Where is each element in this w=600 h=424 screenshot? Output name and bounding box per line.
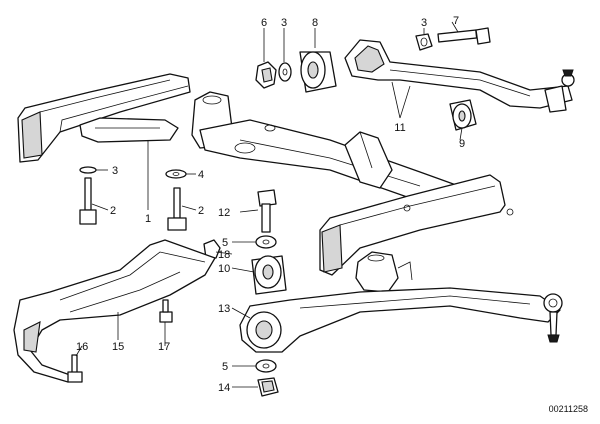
- callout-9: 9: [459, 138, 465, 150]
- bush-9: [449, 99, 477, 131]
- lower-control-arm: [239, 287, 563, 353]
- callout-8: 8: [312, 17, 318, 29]
- washer-4: [165, 169, 187, 179]
- washer-5-upper: [255, 235, 277, 249]
- callout-17: 17: [158, 341, 170, 353]
- leader-lines: [75, 21, 463, 388]
- callout-7: 7: [453, 15, 459, 27]
- bolt-7: [437, 27, 491, 45]
- underbody-guard-15: [13, 239, 216, 383]
- callout-11: 11: [394, 122, 405, 134]
- callout-10: 10: [218, 263, 230, 275]
- callout-1: 1: [145, 213, 151, 225]
- callout-2-center: 2: [198, 205, 204, 217]
- nut-6: [255, 61, 277, 89]
- nut-14: [257, 377, 279, 397]
- washer-5-lower: [255, 359, 277, 373]
- bolt-17: [159, 299, 173, 323]
- callout-16: 16: [76, 341, 88, 353]
- callout-3-right: 3: [421, 17, 427, 29]
- callout-6: 6: [261, 17, 267, 29]
- callout-13: 13: [218, 303, 230, 315]
- bush-10: [251, 255, 287, 295]
- callout-5-upper: 5: [222, 237, 228, 249]
- bush-8: [299, 51, 337, 93]
- bolt-2-center: [167, 187, 187, 231]
- bolt-12: [257, 189, 277, 233]
- bolt-16: [67, 354, 83, 383]
- callout-18: 18: [218, 249, 230, 261]
- callout-labels: 6 3 8 3 7 11 9 3 4 2 1 2 12 5 18 10 13 1…: [76, 15, 465, 394]
- callout-3-left: 3: [112, 165, 118, 177]
- callout-3-upper: 3: [281, 17, 287, 29]
- washer-3-upper: [278, 62, 292, 82]
- callout-5-lower: 5: [222, 361, 228, 373]
- callout-15: 15: [112, 341, 124, 353]
- front-axle-carrier: [17, 73, 514, 293]
- bolt-2-left: [79, 177, 97, 225]
- washer-3-right: [415, 33, 433, 51]
- callout-2-left: 2: [110, 205, 116, 217]
- callout-12: 12: [218, 207, 230, 219]
- callout-4: 4: [198, 169, 204, 181]
- callout-14: 14: [218, 382, 230, 394]
- upper-wishbone-assembly: [344, 39, 575, 113]
- washer-3-left: [79, 166, 97, 174]
- document-number: 00211258: [549, 404, 588, 414]
